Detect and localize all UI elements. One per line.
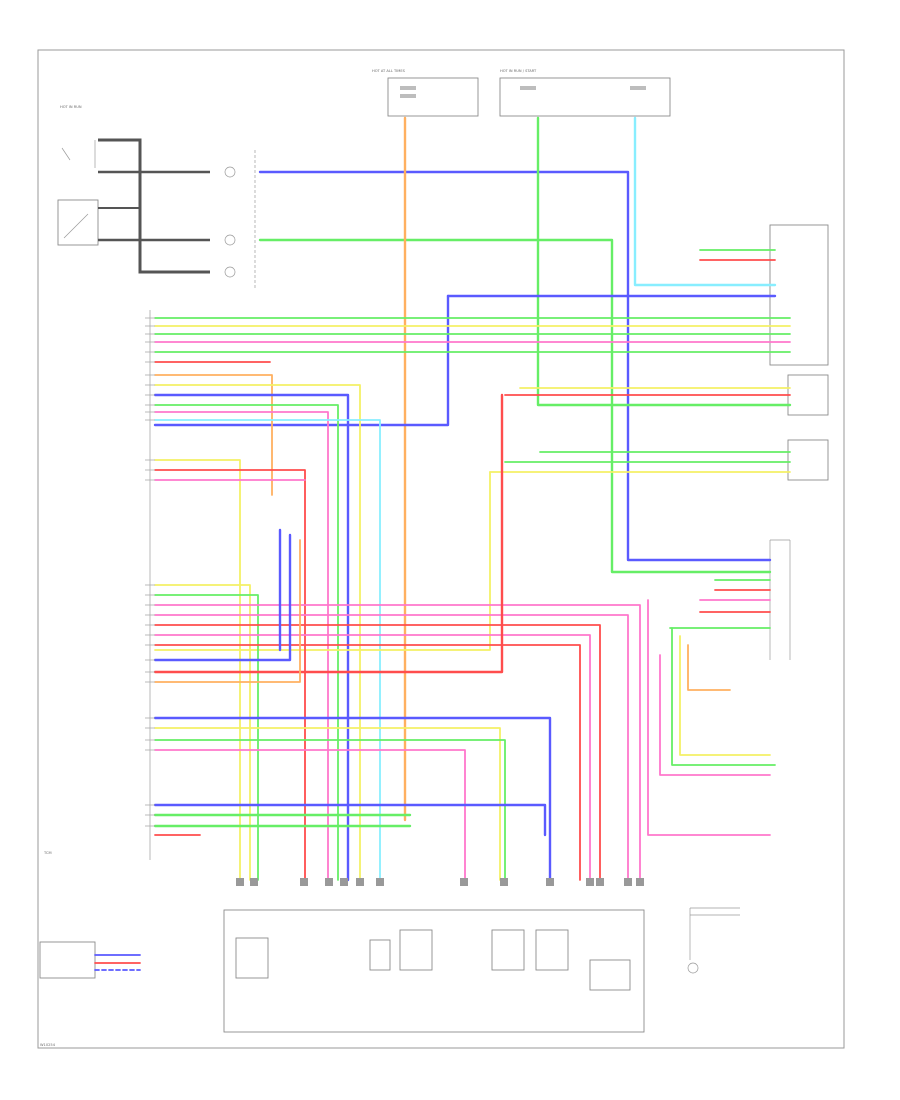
tcm-label: TCM (43, 851, 52, 855)
top-fuse-a-label: HOT AT ALL TIMES (372, 69, 406, 73)
fuse-box-left (387, 77, 479, 117)
ground-symbol (687, 962, 699, 974)
bottom-connector-pins (236, 878, 644, 886)
control-valve-assembly (223, 909, 645, 1033)
wires (94, 116, 792, 971)
trans-range-switch (769, 224, 829, 366)
tcm-pin-ticks (145, 317, 155, 827)
diagram-frame (37, 49, 845, 1049)
top-fuse-labels: HOT AT ALL TIMES HOT IN RUN / START (372, 69, 646, 98)
tcm-connector-column: TCM (43, 310, 151, 860)
harness-bundle (98, 138, 210, 274)
mid-connectors (224, 150, 256, 290)
park-neutral-switch: HOT IN RUN (57, 105, 99, 246)
sensor-box-1 (787, 374, 829, 416)
top-fuse-b-label: HOT IN RUN / START (500, 69, 537, 73)
svg-text:HOT IN RUN: HOT IN RUN (60, 105, 82, 109)
key-control-box (39, 941, 96, 979)
solenoid-boxes (235, 929, 631, 991)
sensor-box-2 (787, 439, 829, 481)
fuse-box-right (499, 77, 671, 117)
footer-code: W10254 (40, 1043, 56, 1047)
